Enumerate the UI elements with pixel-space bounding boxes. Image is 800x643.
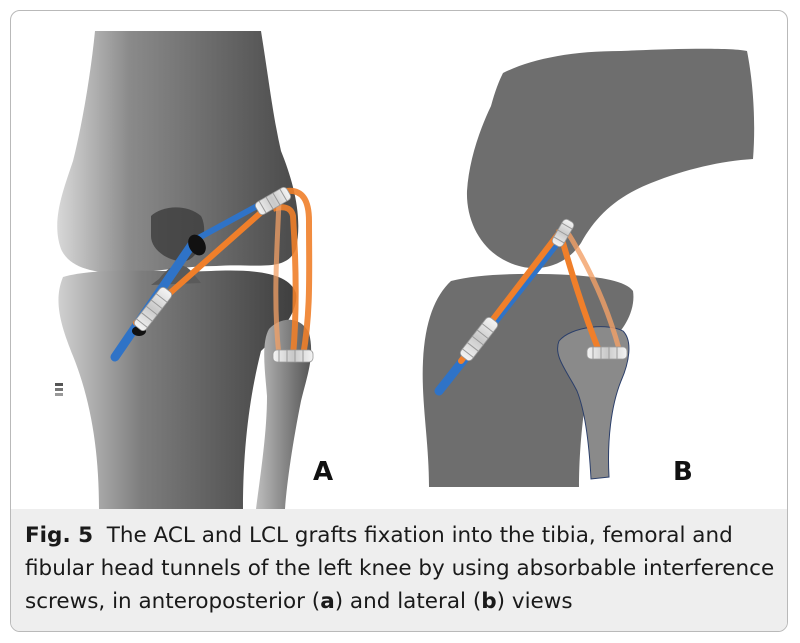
- small-marker: [55, 383, 63, 396]
- caption-letter-a: a: [320, 589, 335, 614]
- lcl-graft-a-2: [273, 200, 282, 357]
- femur-b: [466, 48, 755, 269]
- fibula-a: [256, 319, 312, 509]
- tibia-b: [422, 273, 634, 487]
- fibula-b: [557, 326, 630, 480]
- figure-illustration: A B: [11, 11, 787, 509]
- fibular-screw-b: [586, 346, 628, 360]
- figure-caption: Fig. 5 The ACL and LCL grafts fixation i…: [25, 519, 775, 618]
- panel-a-drawing: [55, 31, 314, 509]
- femoral-screw-b: [551, 218, 575, 248]
- caption-letter-b: b: [481, 589, 497, 614]
- panel-b-drawing: [422, 48, 755, 487]
- fibular-screw-a: [272, 349, 314, 363]
- femoral-plug-a: [188, 234, 206, 256]
- figure-frame: A B Fig. 5 The ACL and LCL grafts fixati…: [10, 10, 788, 632]
- tibia-a: [58, 270, 297, 509]
- panel-label-b: B: [673, 457, 693, 487]
- tibial-screw-a: [133, 286, 173, 332]
- caption-text-3: ) views: [496, 589, 573, 614]
- femur-a: [57, 31, 299, 273]
- caption-area: Fig. 5 The ACL and LCL grafts fixation i…: [11, 509, 787, 631]
- tibial-screw-b: [459, 316, 499, 362]
- panel-label-a: A: [313, 457, 334, 487]
- knee-illustration: [55, 31, 755, 509]
- figure-label: Fig. 5: [25, 523, 94, 548]
- femoral-screw-a: [254, 187, 292, 215]
- caption-text-1: The ACL and LCL grafts fixation into the…: [25, 523, 775, 614]
- caption-text-2: ) and lateral (: [334, 589, 482, 614]
- lcl-graft-b-2: [560, 223, 622, 350]
